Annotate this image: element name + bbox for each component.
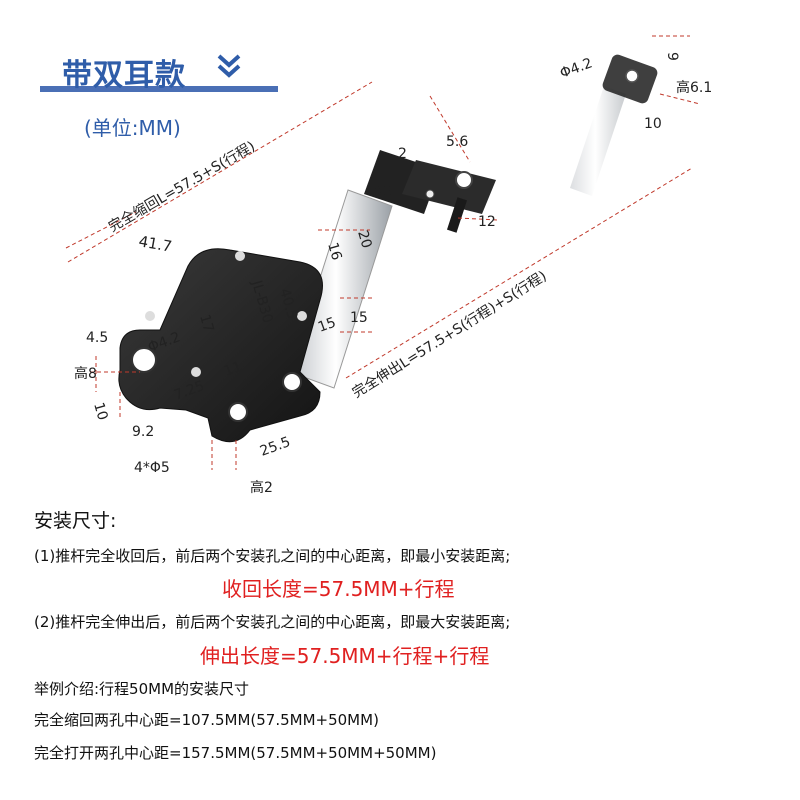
retracted-length-label: 完全缩回L=57.5+S(行程) bbox=[106, 138, 258, 236]
actuator-body bbox=[118, 248, 323, 443]
install-title: 安装尺寸: bbox=[34, 510, 117, 532]
label-phi3: Φ3 bbox=[372, 184, 392, 200]
label-17: 17 bbox=[196, 313, 216, 335]
actuator-rod bbox=[289, 150, 496, 389]
label-10-top: 10 bbox=[644, 116, 662, 132]
formula-extended: 伸出长度=57.5MM+行程+行程 bbox=[200, 644, 490, 668]
label-16: 16 bbox=[324, 241, 344, 263]
dimension-lines bbox=[65, 35, 701, 470]
example-retracted: 完全缩回两孔中心距=107.5MM(57.5MM+50MM) bbox=[34, 711, 379, 729]
label-phi42-top: Φ4.2 bbox=[558, 55, 595, 81]
extended-length-label: 完全伸出L=57.5+S(行程)+S(行程) bbox=[349, 267, 549, 401]
unit-label: (单位:MM) bbox=[84, 116, 181, 140]
header-bar: 带双耳款 bbox=[40, 48, 278, 93]
label-high-8: 高8 bbox=[74, 365, 97, 382]
actuator-diagram: Φ4.2 9 高6.1 10 2 5.6 Φ3 12 20 16 40.5 15… bbox=[65, 35, 712, 496]
label-15-a: 15 bbox=[350, 310, 368, 326]
label-12: 12 bbox=[478, 214, 496, 230]
upper-rod bbox=[570, 54, 658, 196]
label-56: 5.6 bbox=[446, 134, 468, 150]
label-15-b: 15 bbox=[316, 315, 338, 336]
install-item-1: (1)推杆完全收回后，前后两个安装孔之间的中心距离，即最小安装距离; bbox=[34, 547, 511, 565]
double-chevron-down-icon bbox=[216, 51, 242, 88]
example-title: 举例介绍:行程50MM的安装尺寸 bbox=[34, 680, 250, 698]
formula-retracted: 收回长度=57.5MM+行程 bbox=[222, 577, 455, 601]
label-45: 4.5 bbox=[86, 330, 108, 346]
header-title: 带双耳款 bbox=[62, 58, 186, 93]
label-417: 41.7 bbox=[137, 232, 173, 256]
label-255: 25.5 bbox=[258, 434, 293, 460]
label-20: 20 bbox=[354, 229, 374, 251]
label-high-61: 高6.1 bbox=[676, 79, 712, 96]
label-9: 9 bbox=[664, 52, 680, 61]
example-open: 完全打开两孔中心距=157.5MM(57.5MM+50MM+50MM) bbox=[34, 744, 437, 762]
label-92: 9.2 bbox=[132, 424, 154, 440]
label-holes: 4*Φ5 bbox=[134, 460, 170, 476]
label-11: 11 bbox=[222, 359, 244, 380]
header-stripe bbox=[40, 86, 278, 92]
label-2: 2 bbox=[398, 146, 407, 162]
label-10-left: 10 bbox=[90, 401, 110, 423]
label-high-2: 高2 bbox=[250, 479, 273, 496]
install-item-2: (2)推杆完全伸出后，前后两个安装孔之间的中心距离，即最大安装距离; bbox=[34, 613, 511, 631]
